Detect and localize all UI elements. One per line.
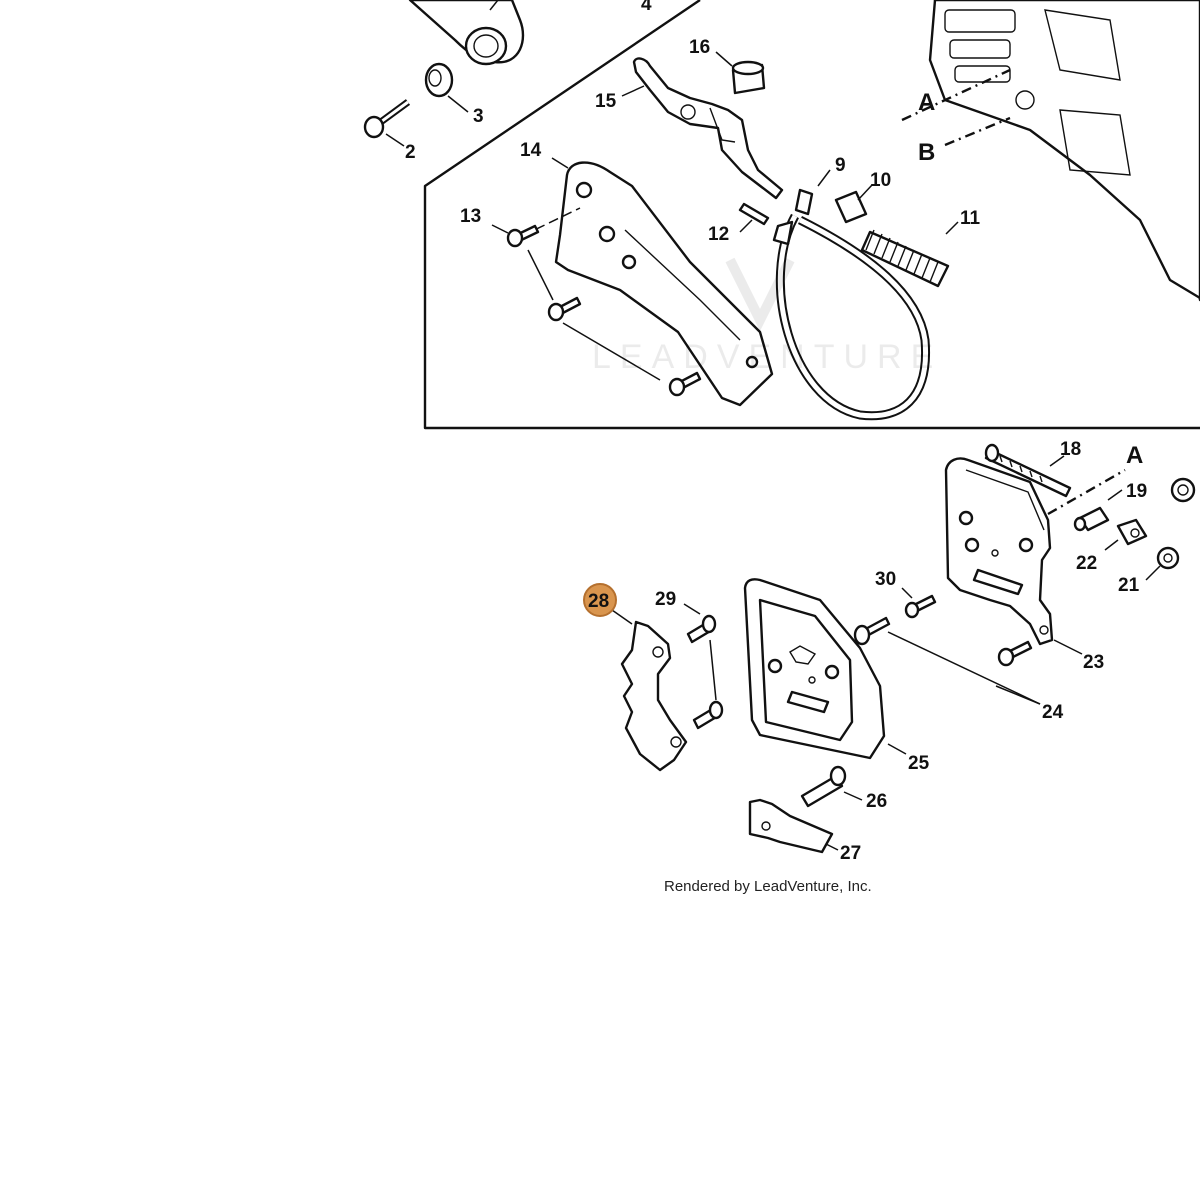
callout-27[interactable]: 27 [840,843,861,864]
part-12-pin [738,202,770,226]
callout-23[interactable]: 23 [1083,652,1104,673]
callout-26[interactable]: 26 [866,791,887,812]
part-30-screw [904,594,937,619]
callout-21[interactable]: 21 [1118,575,1140,596]
callout-16[interactable]: 16 [689,37,710,58]
callout-12[interactable]: 12 [708,224,729,245]
part-19-nut [1073,506,1110,532]
callout-2[interactable]: 2 [405,142,416,163]
leader-lines [385,0,1161,851]
watermark-text: LEADVENTURE [592,338,943,376]
part-3-bushing [424,62,454,98]
part-24-screw [997,640,1033,667]
reference-lines-upper: A B [901,68,1011,166]
ref-letter-a-upper: A [918,89,935,116]
ref-letter-b-upper: B [918,139,935,166]
callout-25[interactable]: 25 [908,753,930,774]
callout-30[interactable]: 30 [875,569,896,590]
callout-28[interactable]: 28 [588,591,609,612]
callout-14[interactable]: 14 [520,140,542,161]
watermark-mark [725,257,795,332]
part-14-guide [554,161,774,407]
reference-line-lower: A [1047,442,1143,516]
callout-11[interactable]: 11 [960,208,981,229]
part-13-screws [506,207,702,397]
part-2-screw [363,99,411,139]
part-15-lever [632,57,784,200]
callout-13[interactable]: 13 [460,206,481,227]
callout-29[interactable]: 29 [655,589,676,610]
part-24-long-screw [853,616,891,646]
upper-group-frame [423,0,1200,430]
crankcase [928,0,1200,302]
ref-letter-a-lower: A [1126,442,1143,469]
part-23-side-plate [944,457,1054,646]
part-27-bracket [748,798,834,854]
part-16-sleeve [731,60,766,95]
part-26-bolt [800,765,847,808]
part-18-bolt [984,443,1072,498]
part-4-arm [408,0,525,66]
callout-22[interactable]: 22 [1076,553,1097,574]
callout-3[interactable]: 3 [473,106,484,127]
callout-18[interactable]: 18 [1060,439,1081,460]
highlight-badge-28[interactable] [583,583,617,617]
part-21-gear [1156,546,1180,570]
callout-labels: 2 3 4 9 10 11 12 13 14 15 16 18 19 21 22… [405,0,1147,864]
part-25-cover [743,578,886,760]
callout-15[interactable]: 15 [595,91,617,112]
part-22-adjuster [1116,518,1148,546]
gear-upper-right [1170,477,1196,503]
render-credit: Rendered by LeadVenture, Inc. [664,878,872,895]
callout-9[interactable]: 9 [835,155,846,176]
callout-24[interactable]: 24 [1042,702,1064,723]
callout-19[interactable]: 19 [1126,481,1147,502]
part-29-screws [686,614,724,730]
callout-4[interactable]: 4 [641,0,652,15]
part-9-band [772,188,931,421]
callout-10[interactable]: 10 [870,170,891,191]
part-28-spike-plate [620,620,688,772]
part-11-spring [860,229,950,288]
